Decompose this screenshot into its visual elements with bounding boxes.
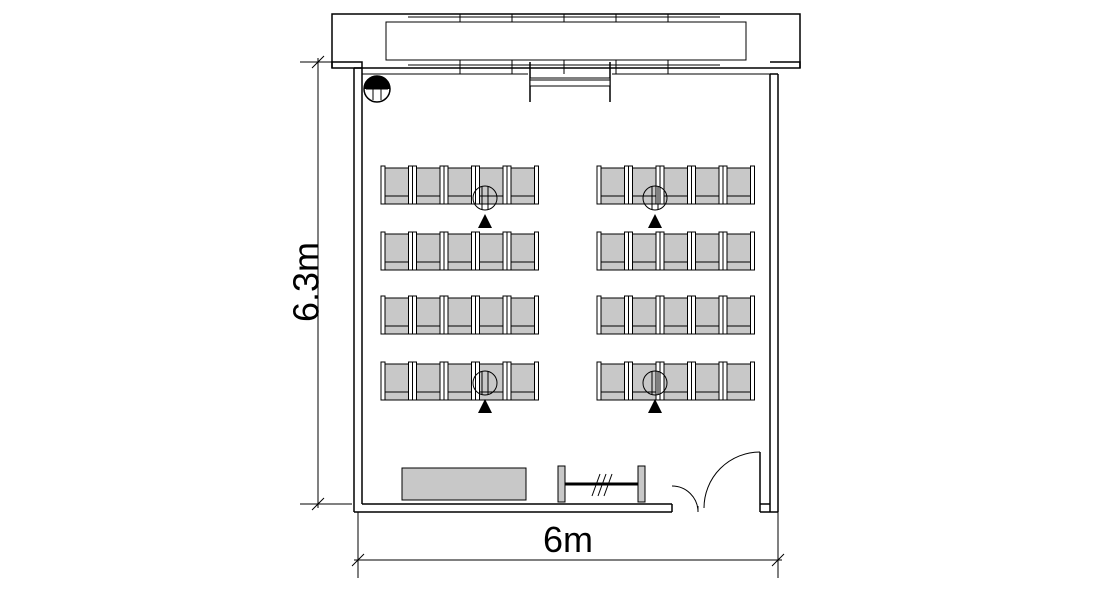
- seat-row: [380, 361, 539, 401]
- seat: [659, 165, 692, 205]
- seat: [722, 361, 755, 401]
- seat: [659, 295, 692, 335]
- width-label: 6m: [543, 519, 593, 560]
- window-alcove: [331, 13, 801, 74]
- seat-row: [380, 165, 539, 205]
- seat: [380, 361, 413, 401]
- seat: [659, 231, 692, 271]
- seat: [596, 231, 629, 271]
- seat: [506, 231, 539, 271]
- seat: [412, 231, 445, 271]
- seat-row: [380, 295, 539, 335]
- seat: [475, 165, 508, 205]
- speaker-marker: [642, 185, 668, 228]
- door: [671, 451, 761, 513]
- seat: [506, 165, 539, 205]
- seat: [412, 295, 445, 335]
- table: [401, 467, 527, 501]
- seat: [722, 165, 755, 205]
- seat: [506, 295, 539, 335]
- window-mullions: [459, 14, 669, 74]
- seat: [412, 361, 445, 401]
- seat: [691, 361, 724, 401]
- seat: [596, 295, 629, 335]
- seat: [691, 165, 724, 205]
- seat: [412, 165, 445, 205]
- seat: [628, 165, 661, 205]
- speaker-marker: [472, 370, 498, 413]
- column-symbol: [363, 75, 391, 103]
- seat: [628, 231, 661, 271]
- projection-screen: [529, 62, 611, 102]
- seat-row: [596, 361, 755, 401]
- seat: [443, 231, 476, 271]
- seat: [722, 295, 755, 335]
- seat-row: [380, 231, 539, 271]
- seat: [443, 361, 476, 401]
- ceiling-devices: [472, 185, 668, 413]
- height-dimension: 6.3m: [286, 55, 352, 511]
- seat: [475, 231, 508, 271]
- height-label: 6.3m: [286, 242, 327, 322]
- seat: [596, 165, 629, 205]
- seat-row: [596, 295, 755, 335]
- seat: [596, 361, 629, 401]
- seat: [443, 295, 476, 335]
- speaker-marker: [642, 370, 668, 413]
- seat: [628, 361, 661, 401]
- seat: [380, 165, 413, 205]
- seat: [628, 295, 661, 335]
- seat: [506, 361, 539, 401]
- seat: [380, 231, 413, 271]
- speaker-marker: [472, 185, 498, 228]
- seating-area: [380, 165, 755, 401]
- seat: [475, 295, 508, 335]
- seat: [722, 231, 755, 271]
- seat: [691, 231, 724, 271]
- seat-row: [596, 165, 755, 205]
- seat: [659, 361, 692, 401]
- seat: [691, 295, 724, 335]
- coat-rack: [557, 465, 646, 503]
- seat: [443, 165, 476, 205]
- seat: [380, 295, 413, 335]
- width-dimension: 6m: [351, 512, 785, 578]
- seat-row: [596, 231, 755, 271]
- room-walls: [331, 61, 801, 513]
